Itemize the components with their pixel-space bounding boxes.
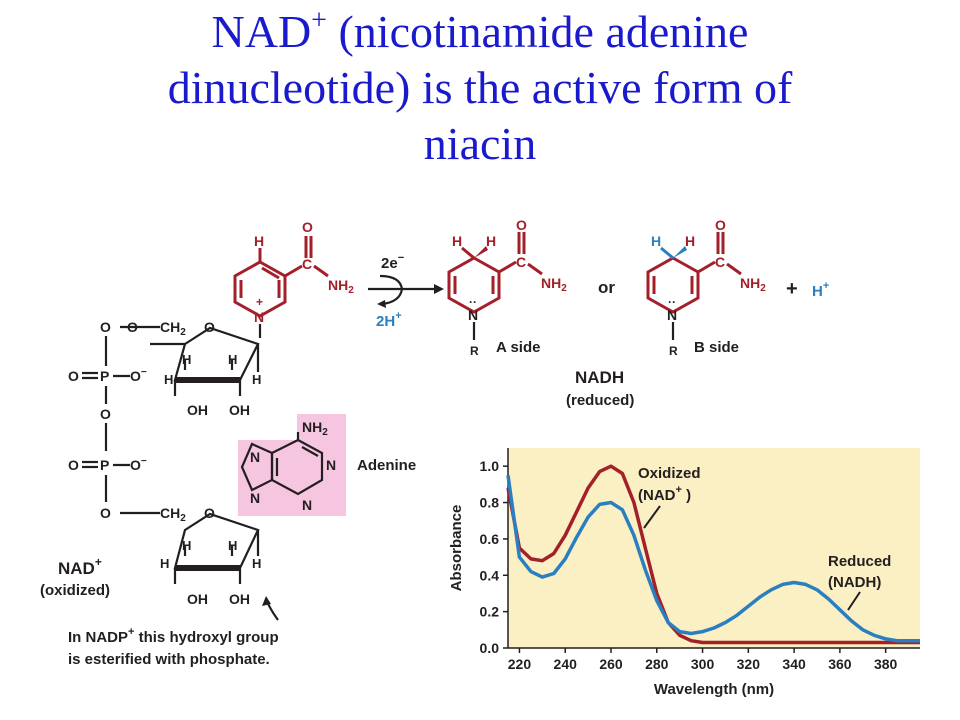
svg-text:CH2: CH2 bbox=[160, 505, 186, 524]
atom-r-b: R bbox=[669, 344, 678, 358]
svg-text:H: H bbox=[160, 556, 169, 571]
svg-text:H: H bbox=[486, 233, 496, 249]
svg-text:O: O bbox=[715, 217, 726, 233]
atom-oh-lower-2: OH bbox=[229, 591, 250, 607]
title-plus: + bbox=[311, 5, 327, 36]
atom-h: H bbox=[254, 233, 264, 249]
nadh-label: NADH bbox=[575, 368, 624, 387]
nadh-b-side-ring: H H O C NH2 N ·· R B side bbox=[646, 217, 766, 358]
svg-text:H: H bbox=[164, 372, 173, 387]
svg-text:O: O bbox=[100, 319, 111, 335]
svg-text:N: N bbox=[250, 449, 260, 465]
atom-n-plus: N bbox=[254, 309, 264, 325]
svg-text:N: N bbox=[326, 457, 336, 473]
svg-text:NH2: NH2 bbox=[302, 419, 328, 438]
atom-nh2: NH bbox=[328, 277, 348, 293]
svg-text:O: O bbox=[100, 505, 111, 521]
ribose-lower: O CH2 H H H H OH OH bbox=[160, 502, 279, 621]
nadp-note-line2: is esterified with phosphate. bbox=[68, 651, 270, 668]
atom-p-1: P bbox=[100, 368, 109, 384]
svg-text:H: H bbox=[452, 233, 462, 249]
svg-text:H: H bbox=[228, 352, 237, 367]
svg-text:H: H bbox=[651, 233, 661, 249]
svg-text:C: C bbox=[715, 254, 725, 270]
atom-oh-lower-1: OH bbox=[187, 591, 208, 607]
title-nad: NAD bbox=[211, 6, 312, 57]
ring-oxygen: O bbox=[204, 319, 215, 335]
svg-text:N: N bbox=[250, 490, 260, 506]
atom-r-a: R bbox=[470, 344, 479, 358]
svg-text:H: H bbox=[228, 538, 237, 553]
nad-label: NAD+ bbox=[58, 555, 102, 578]
adenine-label: Adenine bbox=[357, 457, 416, 474]
svg-text:H: H bbox=[182, 538, 191, 553]
adenine-group: NH2 N N N N Adenine bbox=[238, 414, 416, 516]
svg-text:H: H bbox=[182, 352, 191, 367]
svg-text:O−: O− bbox=[130, 367, 147, 384]
atom-c: C bbox=[302, 256, 312, 272]
b-side-label: B side bbox=[694, 339, 739, 356]
svg-text:H: H bbox=[685, 233, 695, 249]
svg-text:O: O bbox=[68, 457, 79, 473]
svg-text:··: ·· bbox=[469, 295, 477, 309]
svg-text:··: ·· bbox=[668, 295, 676, 309]
adenine-highlight-box bbox=[238, 414, 346, 516]
atom-oh-upper-2: OH bbox=[229, 402, 250, 418]
ribose-upper: O O CH2 H H H H OH OH bbox=[120, 319, 261, 418]
electrons-label: 2e− bbox=[381, 252, 404, 272]
svg-text:N: N bbox=[468, 307, 478, 323]
svg-text:O: O bbox=[516, 217, 527, 233]
svg-text:CH2: CH2 bbox=[160, 319, 186, 338]
pyrophosphate-backbone: O O P O− O O P O− O bbox=[68, 319, 160, 521]
a-side-label: A side bbox=[496, 339, 540, 356]
svg-text:NH2: NH2 bbox=[328, 277, 354, 296]
reduction-arrow: 2e− 2H+ bbox=[368, 252, 444, 330]
nadh-state-label: (reduced) bbox=[566, 392, 634, 409]
svg-text:NH2: NH2 bbox=[541, 275, 567, 294]
atom-o: O bbox=[302, 219, 313, 235]
svg-text:O: O bbox=[100, 406, 111, 422]
svg-text:+: + bbox=[256, 295, 263, 309]
atom-p-2: P bbox=[100, 457, 109, 473]
nadp-note-line1: In NADP+ this hydroxyl group bbox=[68, 626, 279, 646]
nad-state-label: (oxidized) bbox=[40, 582, 110, 599]
svg-text:N: N bbox=[302, 497, 312, 513]
svg-text:O: O bbox=[68, 368, 79, 384]
slide-title: NAD+ (nicotinamide adenine dinucleotide)… bbox=[0, 4, 960, 172]
svg-text:N: N bbox=[667, 307, 677, 323]
svg-text:H: H bbox=[252, 372, 261, 387]
svg-text:O−: O− bbox=[130, 456, 147, 473]
svg-text:O: O bbox=[204, 505, 215, 521]
nadh-a-side-ring: H H O C NH2 N ·· R A side bbox=[447, 217, 567, 358]
or-label: or bbox=[598, 278, 615, 297]
title-line2: dinucleotide) is the active form of bbox=[167, 62, 793, 113]
title-line3: niacin bbox=[423, 118, 537, 169]
nicotinamide-ring-oxidized: H O C NH2 N + bbox=[233, 219, 354, 338]
h-plus-label: H+ bbox=[812, 280, 829, 300]
title-line1: (nicotinamide adenine bbox=[326, 6, 749, 57]
protons-label: 2H+ bbox=[376, 310, 402, 330]
atom-ch2-upper: CH bbox=[160, 319, 180, 335]
svg-text:H: H bbox=[252, 556, 261, 571]
svg-text:NH2: NH2 bbox=[740, 275, 766, 294]
plus-sign: + bbox=[786, 278, 798, 300]
svg-text:C: C bbox=[516, 254, 526, 270]
atom-oh-upper-1: OH bbox=[187, 402, 208, 418]
